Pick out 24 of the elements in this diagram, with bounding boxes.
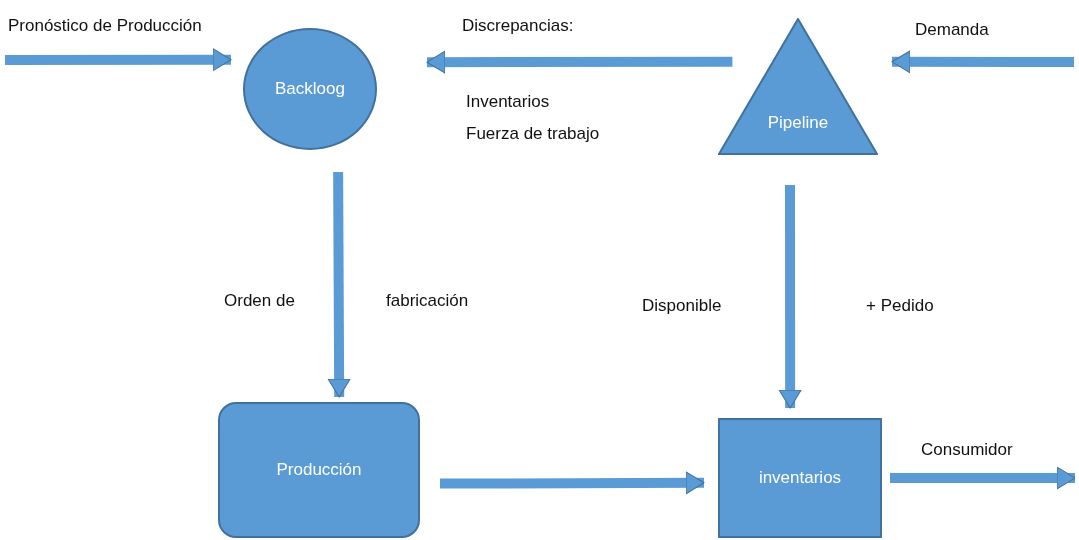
- block-arrow: [778, 185, 802, 409]
- block-arrow: [327, 172, 351, 398]
- edge-label: Consumidor: [921, 440, 1013, 460]
- block-arrow: [891, 50, 1074, 74]
- text-label: Inventarios: [466, 92, 550, 112]
- node-label: inventarios: [758, 468, 842, 488]
- node-label: Pipeline: [767, 113, 829, 133]
- process-box: [718, 418, 882, 538]
- edge-label: Discrepancias:: [462, 16, 574, 36]
- block-arrow: [890, 466, 1076, 490]
- triangle-node: [718, 18, 878, 155]
- text-label: Orden de: [224, 291, 295, 311]
- edge-label: Demanda: [915, 20, 989, 40]
- rounded-process-box: [218, 402, 420, 538]
- text-label: + Pedido: [866, 296, 934, 316]
- node-label: Producción: [276, 460, 362, 480]
- text-label: Fuerza de trabajo: [466, 124, 600, 144]
- block-arrow: [440, 471, 705, 495]
- node-label: Backloog: [275, 79, 345, 99]
- block-arrow: [5, 48, 232, 72]
- text-label: Disponible: [642, 296, 722, 316]
- edge-label: Pronóstico de Producción: [8, 16, 202, 36]
- block-arrow: [426, 50, 733, 74]
- text-label: fabricación: [386, 291, 469, 311]
